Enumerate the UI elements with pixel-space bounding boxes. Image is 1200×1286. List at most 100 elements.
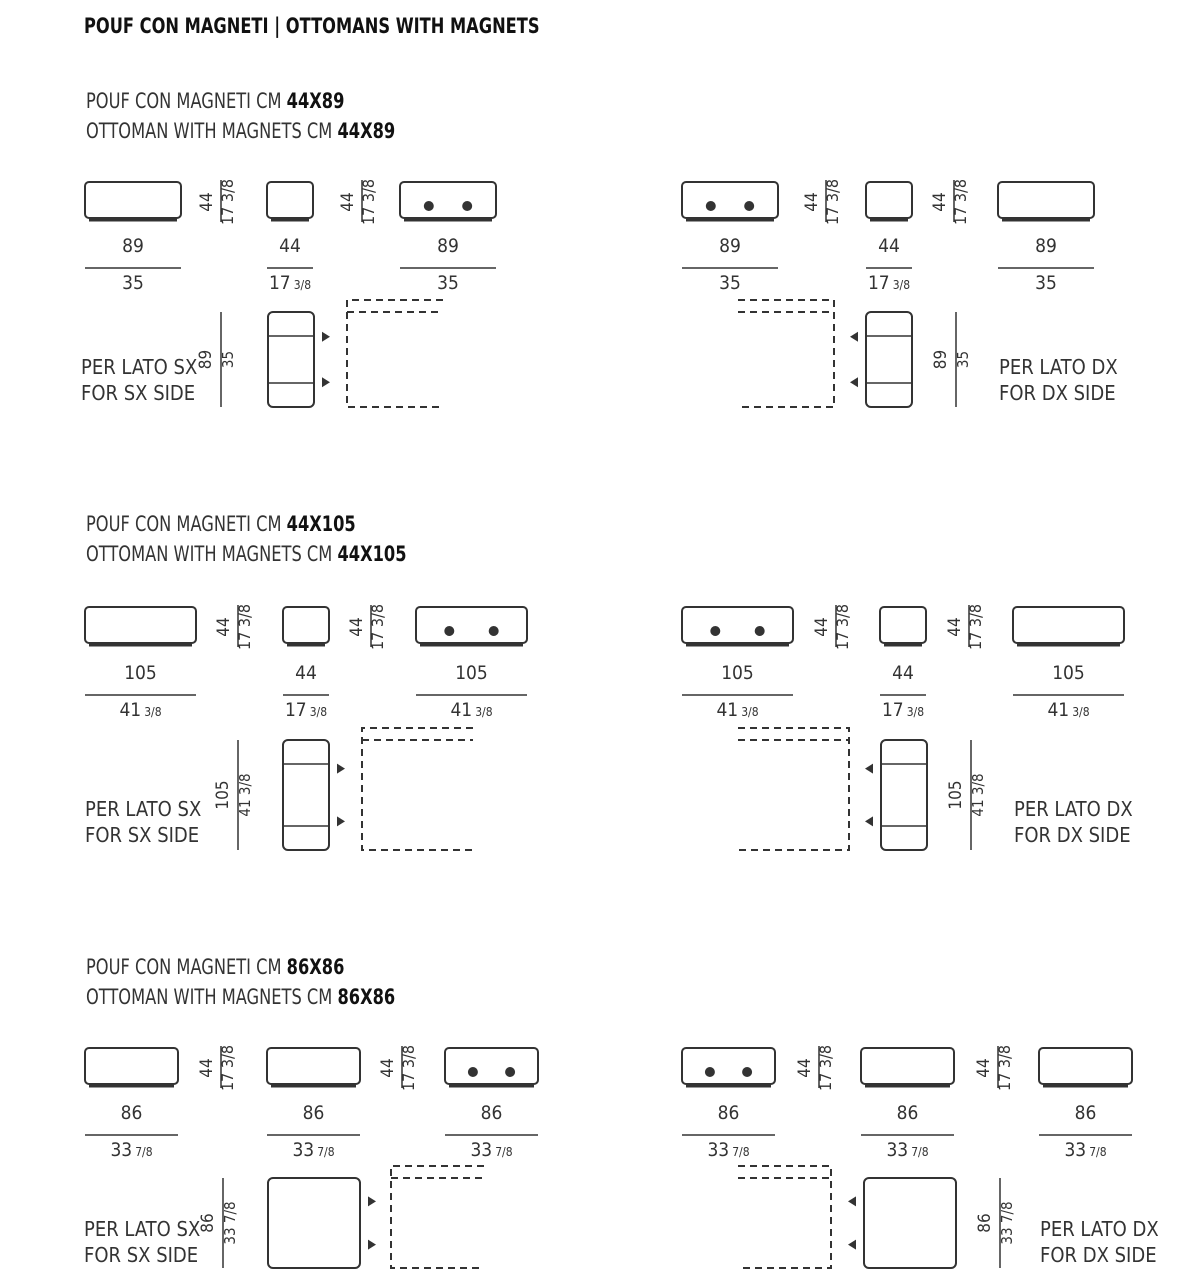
height-cm: 44 xyxy=(197,1058,217,1077)
height-cm: 44 xyxy=(214,617,234,636)
magnet-arrow xyxy=(850,331,858,342)
height-cm: 44 xyxy=(812,617,832,636)
height-inches: 17 3/8 xyxy=(816,1045,835,1091)
height-inches: 17 3/8 xyxy=(399,1045,418,1091)
width-cm: 89 xyxy=(122,235,144,257)
side-label-italian: PER LATO SX xyxy=(85,797,201,821)
sofa-outline-dashed xyxy=(738,299,835,408)
magnet-dot xyxy=(444,626,455,636)
magnet-dot xyxy=(742,1067,753,1077)
height-inches: 17 3/8 xyxy=(359,179,378,225)
side-label-italian: PER LATO DX xyxy=(999,355,1118,379)
width-cm: 89 xyxy=(719,235,741,257)
length-inches: 33 7/8 xyxy=(998,1201,1016,1244)
length-cm: 86 xyxy=(198,1213,218,1232)
height-cm: 44 xyxy=(795,1058,815,1077)
height-cm: 44 xyxy=(945,617,965,636)
height-cm: 44 xyxy=(338,192,358,211)
heading-italian: POUF CON MAGNETI CM 44X105 xyxy=(86,512,356,536)
ottoman-body xyxy=(1038,1047,1133,1085)
ottoman-plan xyxy=(282,739,330,851)
width-cm: 44 xyxy=(892,662,914,684)
magnet-arrow xyxy=(848,1239,856,1250)
ottoman-plan xyxy=(267,1177,361,1269)
magnet-dot xyxy=(505,1067,516,1077)
side-label-italian: PER LATO DX xyxy=(1014,797,1133,821)
side-label-english: FOR SX SIDE xyxy=(84,1243,198,1267)
heading-english: OTTOMAN WITH MAGNETS CM 44X105 xyxy=(86,542,407,566)
side-label-english: FOR DX SIDE xyxy=(999,381,1116,405)
width-cm: 105 xyxy=(1052,662,1085,684)
side-label-english: FOR SX SIDE xyxy=(85,823,199,847)
sofa-outline-dashed xyxy=(390,1165,484,1269)
height-cm: 44 xyxy=(197,192,217,211)
width-cm: 105 xyxy=(124,662,157,684)
magnet-dot xyxy=(744,201,755,211)
side-label-italian: PER LATO SX xyxy=(84,1217,200,1241)
height-inches: 17 3/8 xyxy=(823,179,842,225)
height-cm: 44 xyxy=(974,1058,994,1077)
length-cm: 86 xyxy=(975,1213,995,1232)
ottoman-body xyxy=(415,606,528,644)
height-inches: 17 3/8 xyxy=(833,604,852,650)
height-inches: 17 3/8 xyxy=(218,179,237,225)
width-cm: 86 xyxy=(718,1102,740,1124)
ottoman-plan xyxy=(863,1177,957,1269)
ottoman-plan xyxy=(865,311,913,408)
magnet-arrow xyxy=(848,1196,856,1207)
height-inches: 17 3/8 xyxy=(951,179,970,225)
section-heading-86x86: POUF CON MAGNETI CM 86X86 OTTOMAN WITH M… xyxy=(86,952,395,1012)
length-cm: 89 xyxy=(931,350,951,369)
width-cm: 44 xyxy=(878,235,900,257)
ottoman-body xyxy=(266,1047,361,1085)
width-cm: 105 xyxy=(455,662,488,684)
ottoman-body xyxy=(865,181,913,219)
width-inches: 35 xyxy=(122,272,144,294)
magnet-arrow xyxy=(850,377,858,388)
ottoman-body xyxy=(84,606,197,644)
magnet-arrow xyxy=(368,1196,376,1207)
width-cm: 44 xyxy=(279,235,301,257)
side-label-english: FOR SX SIDE xyxy=(81,381,195,405)
width-inches: 35 xyxy=(719,272,741,294)
ottoman-body xyxy=(681,606,794,644)
magnet-dot xyxy=(423,201,434,211)
side-label-italian: PER LATO SX xyxy=(81,355,197,379)
section-heading-44x105: POUF CON MAGNETI CM 44X105 OTTOMAN WITH … xyxy=(86,509,407,569)
height-inches: 17 3/8 xyxy=(966,604,985,650)
ottoman-body xyxy=(266,181,314,219)
magnet-arrow xyxy=(322,377,330,388)
heading-english: OTTOMAN WITH MAGNETS CM 86X86 xyxy=(86,985,396,1009)
ottoman-body xyxy=(997,181,1095,219)
magnet-dot xyxy=(488,626,499,636)
